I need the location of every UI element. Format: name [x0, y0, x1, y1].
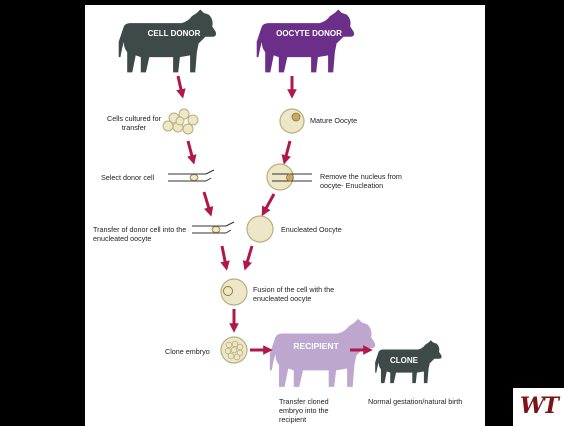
wt-logo: WT	[513, 388, 564, 426]
remove-nucleus-label: Remove the nucleus from oocyte- Enucleat…	[320, 172, 420, 190]
enucleated-oocyte-label: Enucleated Oocyte	[281, 225, 361, 234]
oocyte-donor-label: OOCYTE DONOR	[276, 29, 342, 38]
cell-donor-label: CELL DONOR	[148, 29, 201, 38]
transfer-donor-cell-label: Transfer of donor cell into the enucleat…	[93, 225, 197, 243]
recipient-label: RECIPIENT	[293, 341, 339, 351]
fusion-label: Fusion of the cell with the enucleated o…	[253, 285, 339, 303]
mature-oocyte-label: Mature Oocyte	[310, 116, 390, 125]
fusion-cell-icon	[221, 279, 247, 305]
select-donor-cell-label: Select donor cell	[101, 173, 171, 182]
cells-cultured-label: Cells cultured for transfer	[106, 114, 162, 132]
clone-label: CLONE	[390, 356, 419, 365]
gestation-label: Normal gestation/natural birth	[368, 397, 484, 406]
mature-oocyte-icon	[280, 109, 304, 133]
transfer-embryo-label: Transfer cloned embryo into the recipien…	[279, 397, 337, 424]
wt-logo-text: WT	[513, 393, 564, 419]
clone-embryo-label: Clone embryo	[165, 347, 225, 356]
enucleated-oocyte-icon	[247, 216, 273, 242]
